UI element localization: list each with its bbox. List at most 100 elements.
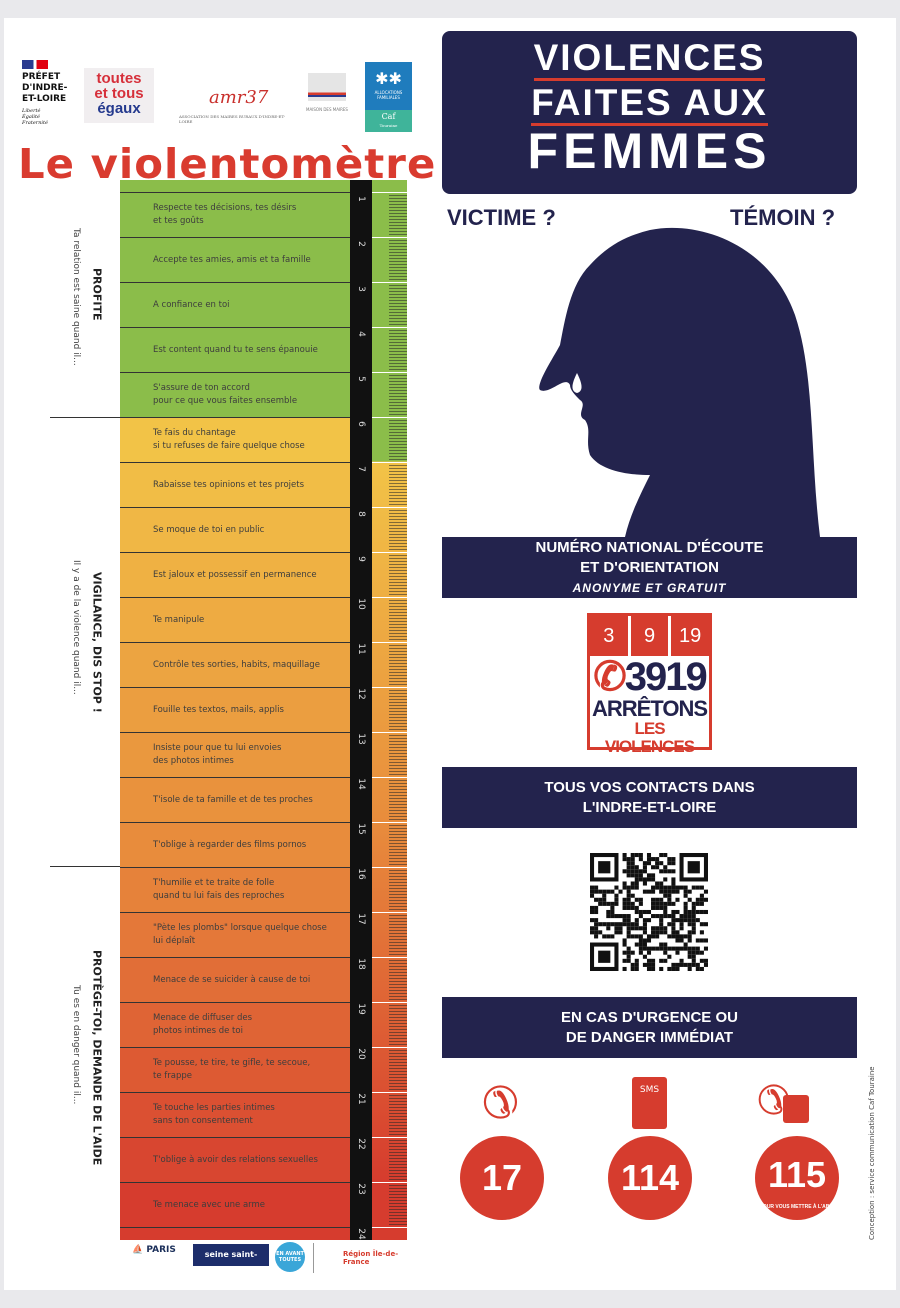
- scale-minor-tick: [389, 765, 407, 766]
- scale-minor-tick: [389, 825, 407, 826]
- scale-minor-tick: [389, 1185, 407, 1186]
- scale-minor-tick: [389, 582, 407, 583]
- emergency-banner: EN CAS D'URGENCE OU DE DANGER IMMÉDIAT: [442, 997, 857, 1058]
- prefet-line: D'INDRE-: [22, 83, 68, 93]
- scale-minor-tick: [389, 333, 407, 334]
- emergency-number-17[interactable]: 17: [460, 1136, 544, 1220]
- scale-number: 17: [356, 913, 366, 925]
- logo-cell: 9: [630, 616, 669, 656]
- scale-minor-tick: [389, 747, 407, 748]
- scale-minor-tick: [389, 930, 407, 931]
- scale-minor-tick: [389, 1029, 407, 1030]
- violence-scale-item: T'isole de ta famille et de tes proches: [120, 777, 350, 822]
- scale-number: 14: [356, 778, 366, 790]
- scale-minor-tick: [389, 525, 407, 526]
- violence-scale-item: Contrôle tes sorties, habits, maquillage: [120, 642, 350, 687]
- scale-minor-tick: [389, 951, 407, 952]
- scale-major-tick: [372, 732, 407, 733]
- scale-minor-tick: [389, 612, 407, 613]
- scale-major-tick: [372, 822, 407, 823]
- scale-minor-tick: [389, 306, 407, 307]
- scale-minor-tick: [389, 273, 407, 274]
- scale-minor-tick: [389, 1089, 407, 1090]
- scale-minor-tick: [389, 609, 407, 610]
- banner-line: EN CAS D'URGENCE OU: [561, 1008, 738, 1026]
- scale-minor-tick: [389, 486, 407, 487]
- violence-scale-item: Te touche les parties intimes sans ton c…: [120, 1092, 350, 1137]
- scale-minor-tick: [389, 729, 407, 730]
- scale-minor-tick: [389, 1044, 407, 1045]
- scale-minor-tick: [389, 1179, 407, 1180]
- scale-minor-tick: [389, 522, 407, 523]
- headline-line: FEMMES: [527, 123, 772, 179]
- banner-line: L'INDRE-ET-LOIRE: [582, 798, 717, 816]
- scale-minor-tick: [389, 429, 407, 430]
- scale-minor-tick: [389, 339, 407, 340]
- scale-minor-tick: [389, 1095, 407, 1096]
- scale-major-tick: [372, 192, 407, 193]
- scale-minor-tick: [389, 435, 407, 436]
- scale-minor-tick: [389, 258, 407, 259]
- scale-minor-tick: [389, 789, 407, 790]
- scale-minor-tick: [389, 1098, 407, 1099]
- scale-minor-tick: [389, 1218, 407, 1219]
- prefet-line: PRÉFET: [22, 72, 61, 82]
- violence-scale-item: T'oblige à avoir des relations sexuelles: [120, 1137, 350, 1182]
- emergency-number-114[interactable]: 114: [608, 1136, 692, 1220]
- scale-minor-tick: [389, 681, 407, 682]
- scale-minor-tick: [389, 1062, 407, 1063]
- scale-minor-tick: [389, 411, 407, 412]
- scale-minor-tick: [389, 750, 407, 751]
- scale-minor-tick: [389, 318, 407, 319]
- scale-number: 2: [356, 241, 366, 247]
- scale-minor-tick: [389, 468, 407, 469]
- scale-minor-tick: [389, 702, 407, 703]
- scale-minor-tick: [389, 450, 407, 451]
- scale-minor-tick: [389, 381, 407, 382]
- logo-3919[interactable]: 3 9 19 ✆3919 ARRÊTONS LES VIOLENCES: [587, 613, 712, 756]
- scale-minor-tick: [389, 798, 407, 799]
- scale-minor-tick: [389, 903, 407, 904]
- scale-major-tick: [372, 1182, 407, 1183]
- scale-minor-tick: [389, 1059, 407, 1060]
- scale-minor-tick: [389, 882, 407, 883]
- prefet-logo: PRÉFET D'INDRE- ET-LOIRE Liberté Égalité…: [22, 60, 80, 126]
- scale-minor-tick: [389, 1086, 407, 1087]
- scale-minor-tick: [389, 723, 407, 724]
- scale-minor-tick: [389, 1038, 407, 1039]
- scale-minor-tick: [389, 780, 407, 781]
- devise-line: Égalité: [22, 114, 40, 120]
- bed-icon: [783, 1095, 809, 1123]
- scale-minor-tick: [389, 213, 407, 214]
- scale-minor-tick: [389, 909, 407, 910]
- scale-minor-tick: [389, 561, 407, 562]
- emergency-number-115[interactable]: 115 POUR VOUS METTRE À L'ABRI: [755, 1136, 839, 1220]
- scale-major-tick: [372, 372, 407, 373]
- scale-minor-tick: [389, 897, 407, 898]
- scale-minor-tick: [389, 639, 407, 640]
- scale-minor-tick: [389, 267, 407, 268]
- scale-minor-tick: [389, 807, 407, 808]
- violence-scale-item: Te menace avec une arme: [120, 1182, 350, 1227]
- scale-minor-tick: [389, 501, 407, 502]
- scale-minor-tick: [389, 441, 407, 442]
- scale-minor-tick: [389, 447, 407, 448]
- caf-top: ALLOCATIONS FAMILIALES: [374, 90, 403, 100]
- scale-minor-tick: [389, 648, 407, 649]
- scale-minor-tick: [389, 864, 407, 865]
- scale-minor-tick: [389, 678, 407, 679]
- scale-minor-tick: [389, 363, 407, 364]
- national-number-banner: NUMÉRO NATIONAL D'ÉCOUTE ET D'ORIENTATIO…: [442, 537, 857, 598]
- scale-minor-tick: [389, 615, 407, 616]
- scale-minor-tick: [389, 774, 407, 775]
- logo-text: PARIS: [146, 1245, 176, 1255]
- violence-scale-item: Menace de se suicider à cause de toi: [120, 957, 350, 1002]
- logo-slogan-2: LES VIOLENCES: [604, 719, 695, 756]
- scale-minor-tick: [389, 456, 407, 457]
- qr-code[interactable]: [590, 853, 708, 971]
- scale-minor-tick: [389, 783, 407, 784]
- scale-minor-tick: [389, 489, 407, 490]
- scale-minor-tick: [389, 990, 407, 991]
- scale-minor-tick: [389, 510, 407, 511]
- scale-minor-tick: [389, 879, 407, 880]
